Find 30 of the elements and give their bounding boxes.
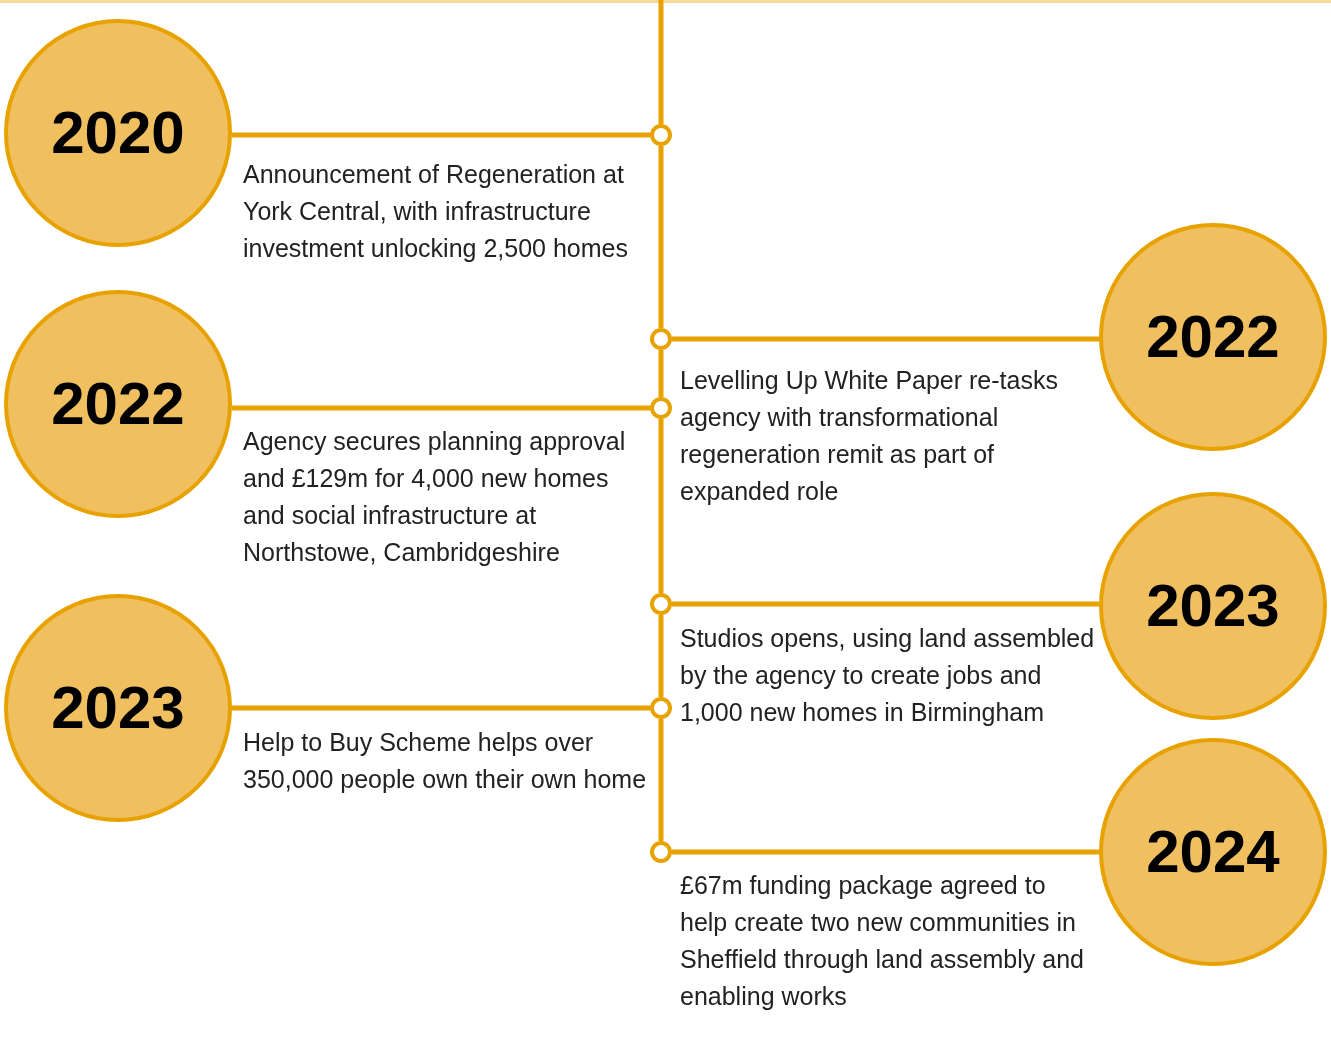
connector-line [658, 615, 664, 697]
year-label: 2023 [1146, 576, 1280, 636]
event-description: Agency secures planning approval and £129m for 4,000 new homes and social infrastructure at Northstowe, Cambridgeshire [243, 426, 627, 568]
year-label: 2022 [1146, 307, 1280, 367]
year-label: 2020 [51, 103, 185, 163]
connector-line [658, 0, 664, 124]
timeline-marker [650, 124, 672, 146]
event-description: Announcement of Regeneration at York Central, with infrastructure investment unlocking 2,500 homes [243, 159, 629, 264]
timeline-marker [650, 841, 672, 863]
timeline-marker [650, 697, 672, 719]
connector-line [672, 849, 1099, 855]
year-label: 2024 [1146, 822, 1280, 882]
connector-line [672, 601, 1099, 607]
event-description: Studios opens, using land assembled by the agency to create jobs and 1,000 new homes in Birmingham [680, 623, 1095, 728]
timeline-marker [650, 397, 672, 419]
year-label: 2022 [51, 374, 185, 434]
year-label: 2023 [51, 678, 185, 738]
timeline-marker [650, 328, 672, 350]
connector-line [232, 405, 650, 411]
connector-line [658, 419, 664, 593]
connector-line [658, 146, 664, 328]
connector-line [232, 705, 650, 711]
connector-line [232, 132, 650, 138]
event-description: Levelling Up White Paper re-tasks agency with transformational regeneration remit as part of expanded role [680, 365, 1059, 507]
event-description: Help to Buy Scheme helps over 350,000 people own their own home [243, 727, 648, 795]
timeline-marker [650, 593, 672, 615]
event-description: £67m funding package agreed to help create two new communities in Sheffield through land assembly and enabling works [680, 870, 1085, 1012]
connector-line [672, 336, 1099, 342]
connector-line [658, 350, 664, 397]
connector-line [658, 719, 664, 841]
